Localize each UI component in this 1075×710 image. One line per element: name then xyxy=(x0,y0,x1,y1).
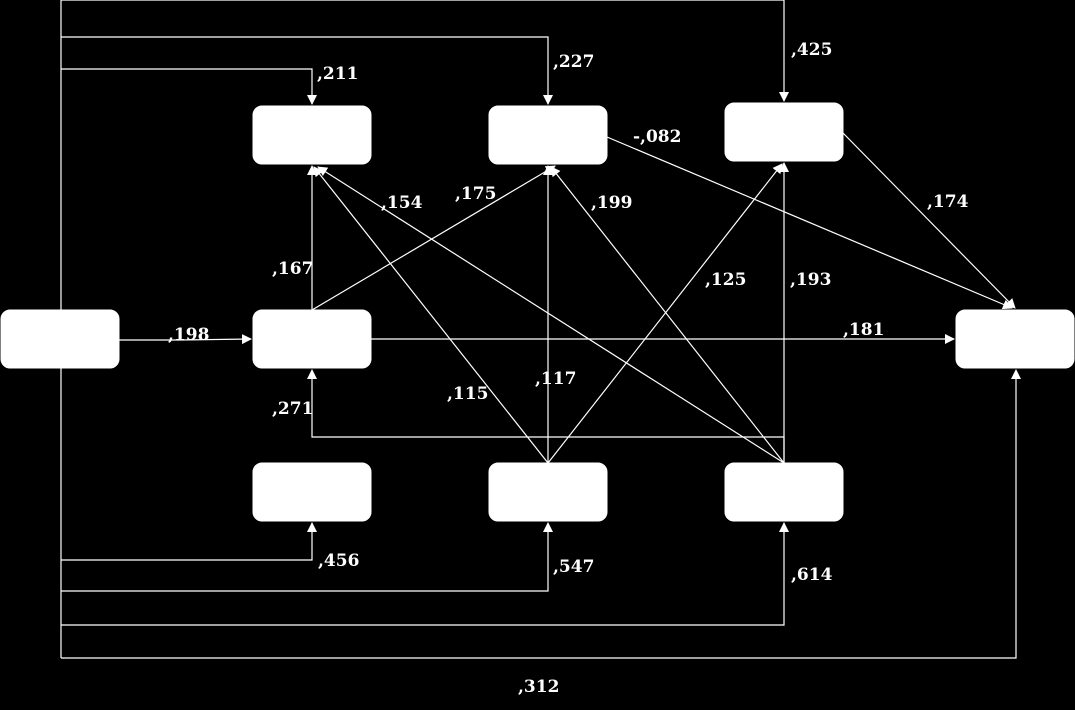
coef-312: ,312 xyxy=(518,677,559,697)
edge-bot-2-to-top-1 xyxy=(313,166,549,464)
edge-top-2-to-right xyxy=(606,136,1013,310)
edge-left-to-bot-2 xyxy=(61,522,553,592)
edge-bot-3-to-top-2 xyxy=(550,166,785,464)
node-top-2 xyxy=(488,105,608,165)
node-top-3 xyxy=(724,102,844,162)
node-bot-3 xyxy=(724,462,844,522)
node-mid xyxy=(252,309,372,369)
edge-left-to-bot-3 xyxy=(61,522,789,626)
coef-154: ,154 xyxy=(381,193,423,213)
coef-181: ,181 xyxy=(843,320,884,340)
edge-mid-to-top-2 xyxy=(311,165,556,311)
coef-227: ,227 xyxy=(553,52,594,72)
coef-117: ,117 xyxy=(535,369,576,389)
node-bot-1 xyxy=(252,462,372,522)
edge-bot-2-to-top-3 xyxy=(547,163,783,464)
coef-211: ,211 xyxy=(317,64,358,84)
coef-175: ,175 xyxy=(455,184,496,204)
coef-271: ,271 xyxy=(272,399,313,419)
coef-193: ,193 xyxy=(790,270,831,290)
edge-left-to-top-3 xyxy=(61,0,789,102)
coef-167: ,167 xyxy=(272,259,313,279)
coef-547: ,547 xyxy=(553,557,594,577)
node-right xyxy=(955,309,1075,369)
coef-199: ,199 xyxy=(591,193,632,213)
edge-bot-3-to-top-1 xyxy=(317,166,785,464)
edge-left-to-top-1 xyxy=(61,68,317,105)
edge-left-to-bot-1 xyxy=(61,522,317,561)
coef-614: ,614 xyxy=(791,565,833,585)
coef-198: ,198 xyxy=(168,325,209,345)
edge-left-to-top-2 xyxy=(61,36,553,105)
coef-174: ,174 xyxy=(927,192,969,212)
node-bot-2 xyxy=(488,462,608,522)
edge-left-to-right xyxy=(61,369,1021,659)
node-top-1 xyxy=(252,105,372,165)
coef-125: ,125 xyxy=(705,270,746,290)
edge-top-3-to-right xyxy=(842,132,1016,309)
coef-425: ,425 xyxy=(791,40,832,60)
coef-115: ,115 xyxy=(447,384,488,404)
coef-082: -,082 xyxy=(633,127,681,147)
node-left xyxy=(0,309,120,369)
edge-left-to-mid xyxy=(119,334,252,345)
coef-456: ,456 xyxy=(318,551,359,571)
